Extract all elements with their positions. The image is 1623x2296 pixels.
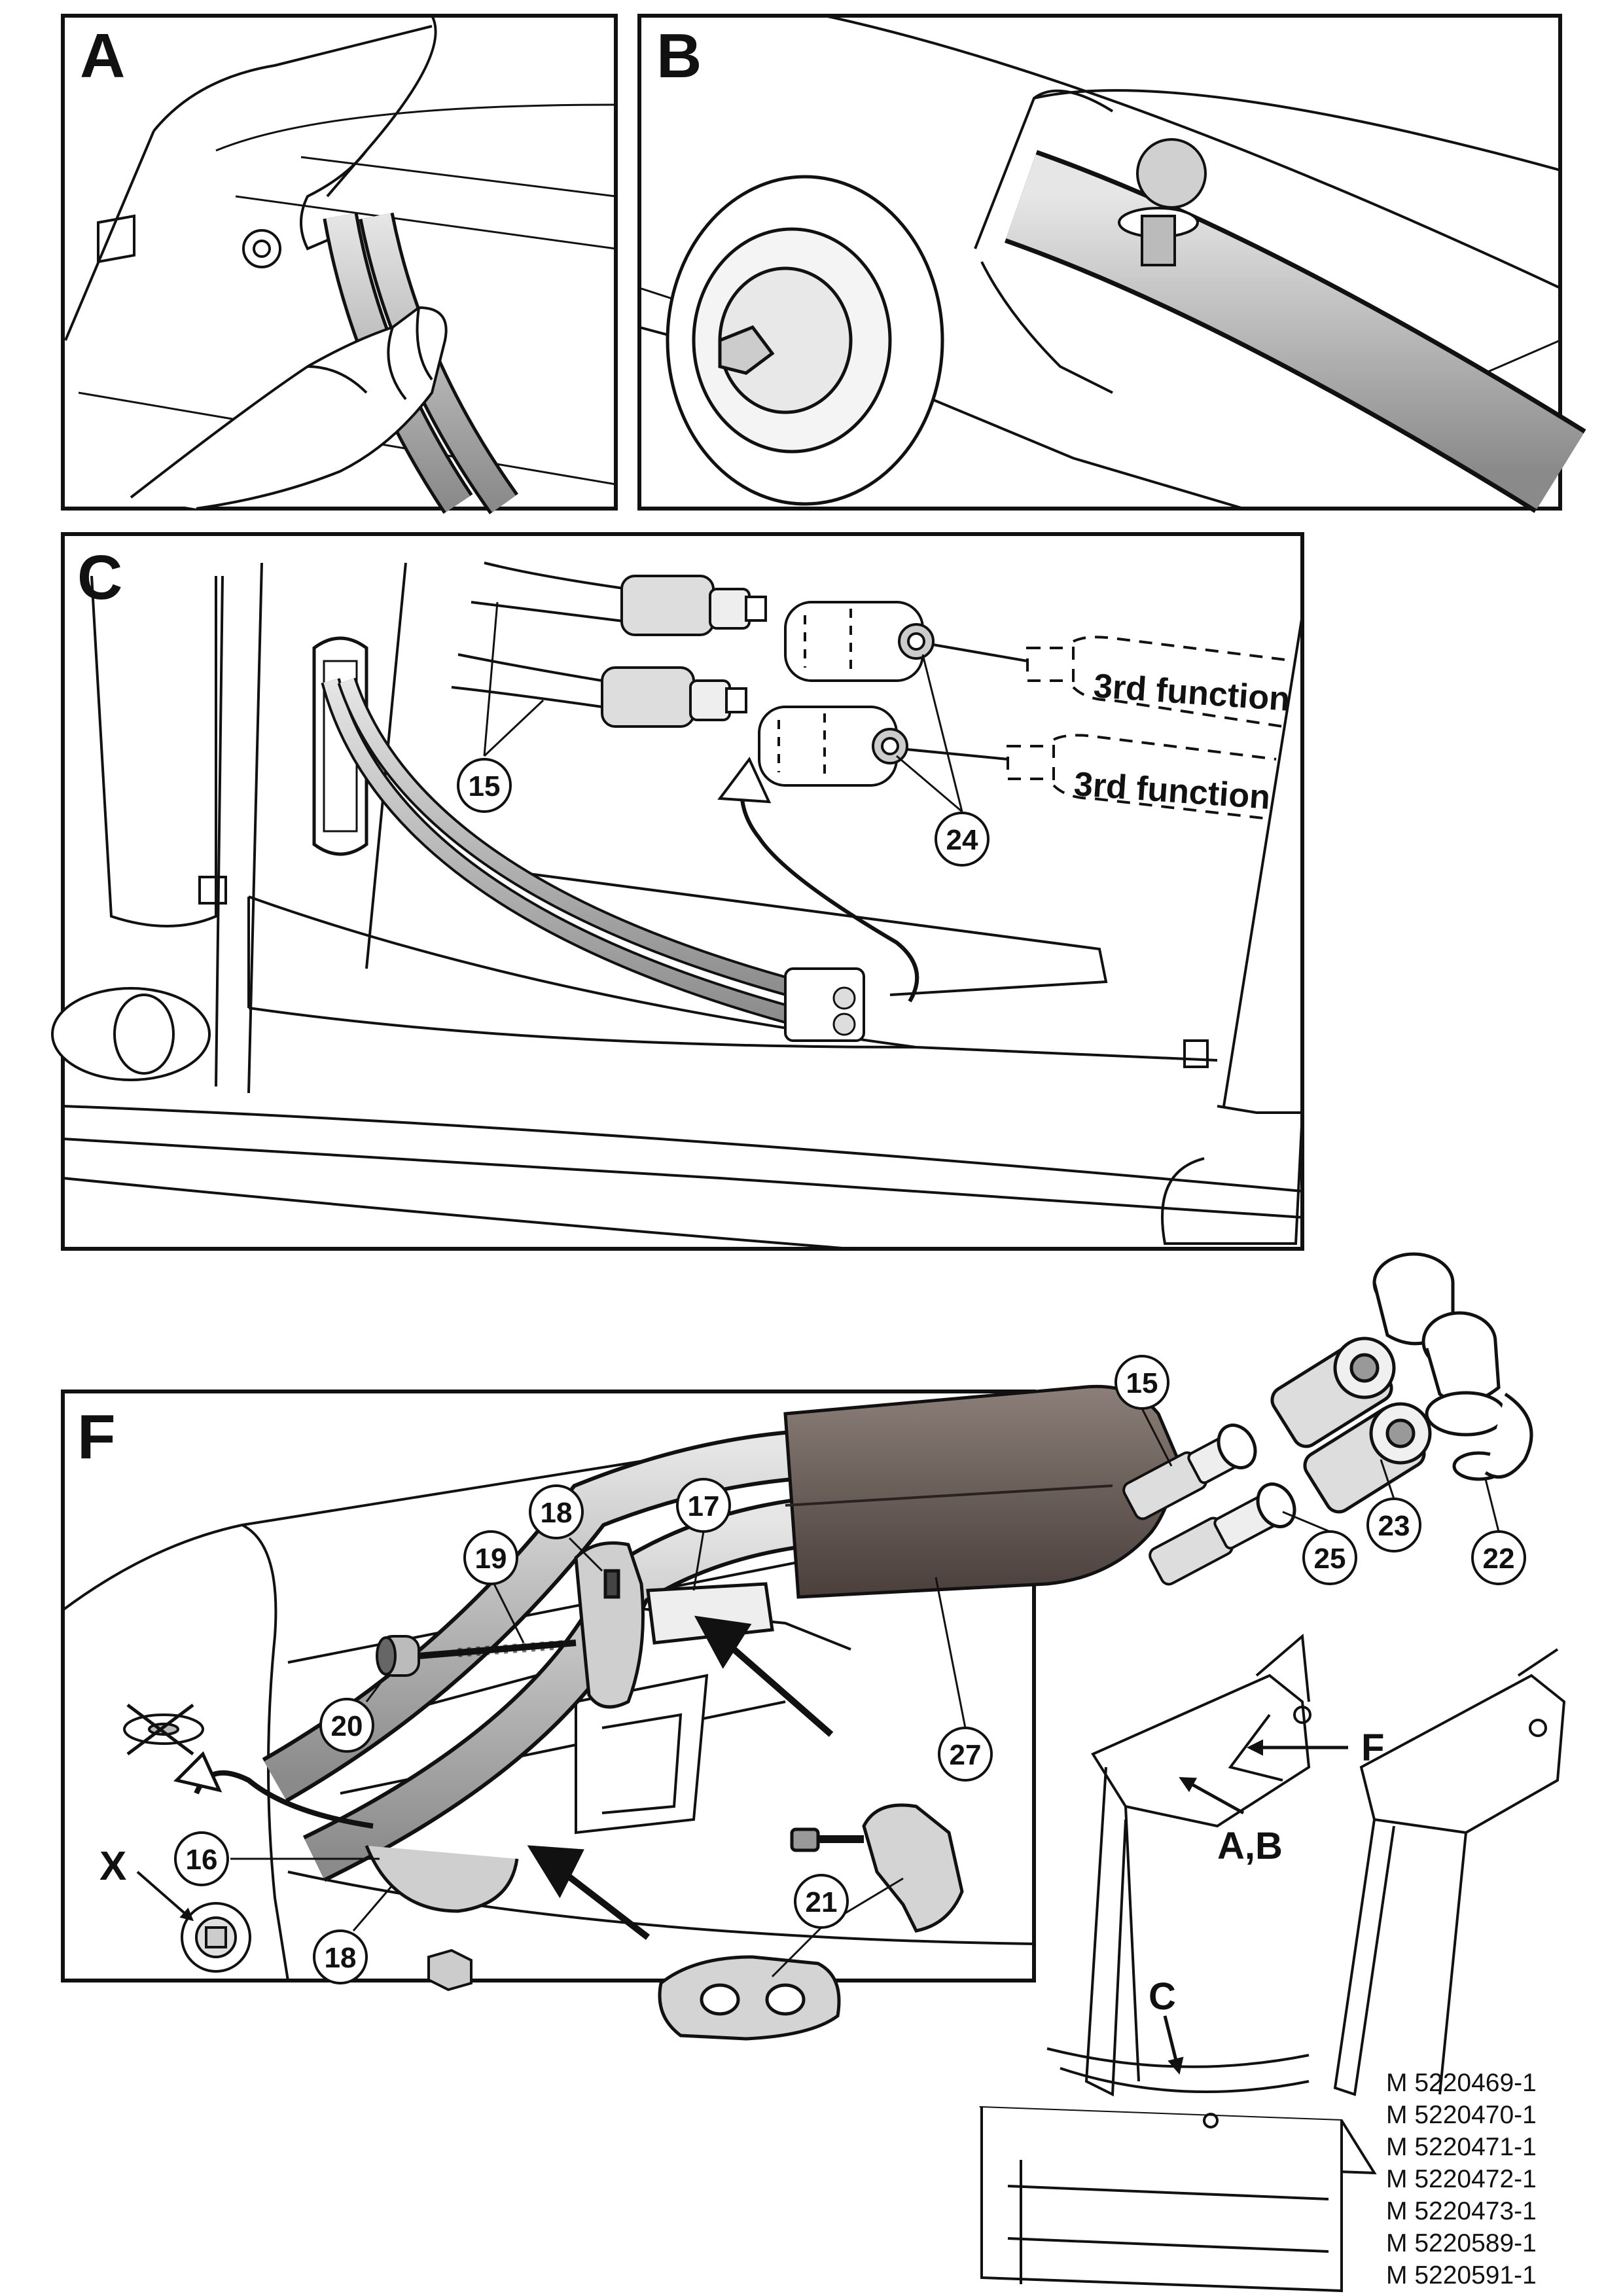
protective-sleeve [783,1384,1180,1599]
callout-20-text: 20 [331,1710,363,1742]
callout-17: 17 [676,1478,731,1591]
location-arrow-ab: A,B [1179,1777,1283,1867]
location-label-ab: A,B [1217,1825,1283,1867]
hose-end-fitting-lower [601,666,747,728]
panel-c-label: C [77,543,122,613]
callout-19-text: 19 [475,1543,507,1575]
callout-15-c-text: 15 [469,770,501,802]
reference-number: M 5220591-1 [1386,2261,1537,2289]
callout-24-c-text: 24 [946,824,978,856]
reference-number-list: M 5220469-1 M 5220470-1 M 5220471-1 M 52… [1386,2067,1609,2291]
panel-a: A [61,14,618,514]
callout-15-panel-c: 15 [457,601,544,813]
third-function-lines [906,643,1028,761]
callout-15-panel-f: 15 [1115,1355,1173,1467]
panel-c-routing-arrow [717,757,919,1003]
third-function-hose-upper [1026,636,1296,728]
location-arrow-f: F [1247,1727,1384,1769]
coupling-lower [758,706,908,787]
callout-27-text: 27 [950,1739,982,1771]
callout-24-panel-c: 24 [896,654,990,867]
panel-c-hoses-detail [451,562,629,708]
nut [427,1948,473,1992]
callout-21-text: 21 [806,1886,838,1918]
callout-22: 22 [1471,1479,1526,1585]
reference-number: M 5220473-1 [1386,2197,1537,2225]
hose-clamp-18-lower [365,1845,519,1913]
loader-overview [978,1633,1566,2293]
callout-16-text: 16 [186,1844,218,1876]
reference-number: M 5220471-1 [1386,2133,1537,2161]
grease-nipple [1118,138,1207,266]
panel-b-hose [1005,150,1586,513]
callout-18-upper: 18 [529,1484,603,1572]
hose-end-fitting-upper [620,575,767,636]
callout-20: 20 [319,1675,387,1753]
hose-clamp-18-upper [574,1541,774,1709]
pivot-pin [666,175,944,506]
reference-number: M 5220472-1 [1386,2165,1537,2193]
panel-b: B [637,14,1586,513]
assembly-arrows [527,1615,834,1940]
callout-18-lower-text: 18 [325,1942,357,1974]
hose-guide-slot [312,636,368,856]
bolt-head-20 [376,1635,420,1677]
sealing-rings [1217,1424,1296,1528]
callout-17-text: 17 [688,1490,720,1522]
reference-number: M 5220589-1 [1386,2229,1537,2257]
callout-27: 27 [935,1577,993,1782]
callout-18-lower: 18 [313,1884,394,1984]
callout-25: 25 [1282,1511,1357,1585]
discarded-washer [123,1704,204,1755]
panel-c: C [51,532,1304,1251]
callout-23-text: 23 [1378,1510,1410,1542]
callout-22-text: 22 [1483,1543,1515,1575]
bolt-19 [418,1640,577,1659]
marker-x-arrow [136,1871,194,1922]
reference-number: M 5220470-1 [1386,2101,1537,2129]
panel-b-label: B [656,21,702,91]
panel-a-label: A [80,21,125,91]
coupling-upper [784,601,935,682]
location-label-f: F [1361,1727,1384,1769]
panel-c-hoses-routing [321,677,865,1042]
reference-number: M 5220469-1 [1386,2069,1537,2097]
location-label-c: C [1149,1975,1176,2018]
clamp-half-21-upper [790,1803,964,1933]
loader-frame-rear [51,562,1304,1250]
remove-arrow [173,1751,374,1829]
location-arrow-c: C [1149,1975,1184,2075]
callout-21: 21 [771,1874,904,1978]
panel-a-drawing [64,15,616,486]
clamp-half-21-lower [658,1955,841,2041]
third-function-hose-lower [1007,734,1277,819]
callout-16: 16 [174,1831,380,1886]
callout-25-text: 25 [1314,1543,1346,1575]
quick-couplers-23 [1270,1336,1432,1514]
callout-15-f-text: 15 [1126,1367,1158,1399]
callout-19: 19 [463,1530,525,1643]
callout-23: 23 [1366,1459,1421,1552]
dust-caps-22 [1372,1252,1533,1481]
callout-18-upper-text: 18 [541,1497,573,1529]
panel-f-label: F [77,1402,116,1472]
marker-x-label: X [99,1844,126,1889]
panel-f: F [61,1252,1533,1992]
mounting-hole-x [181,1902,251,1973]
hand-illustration [130,306,448,510]
